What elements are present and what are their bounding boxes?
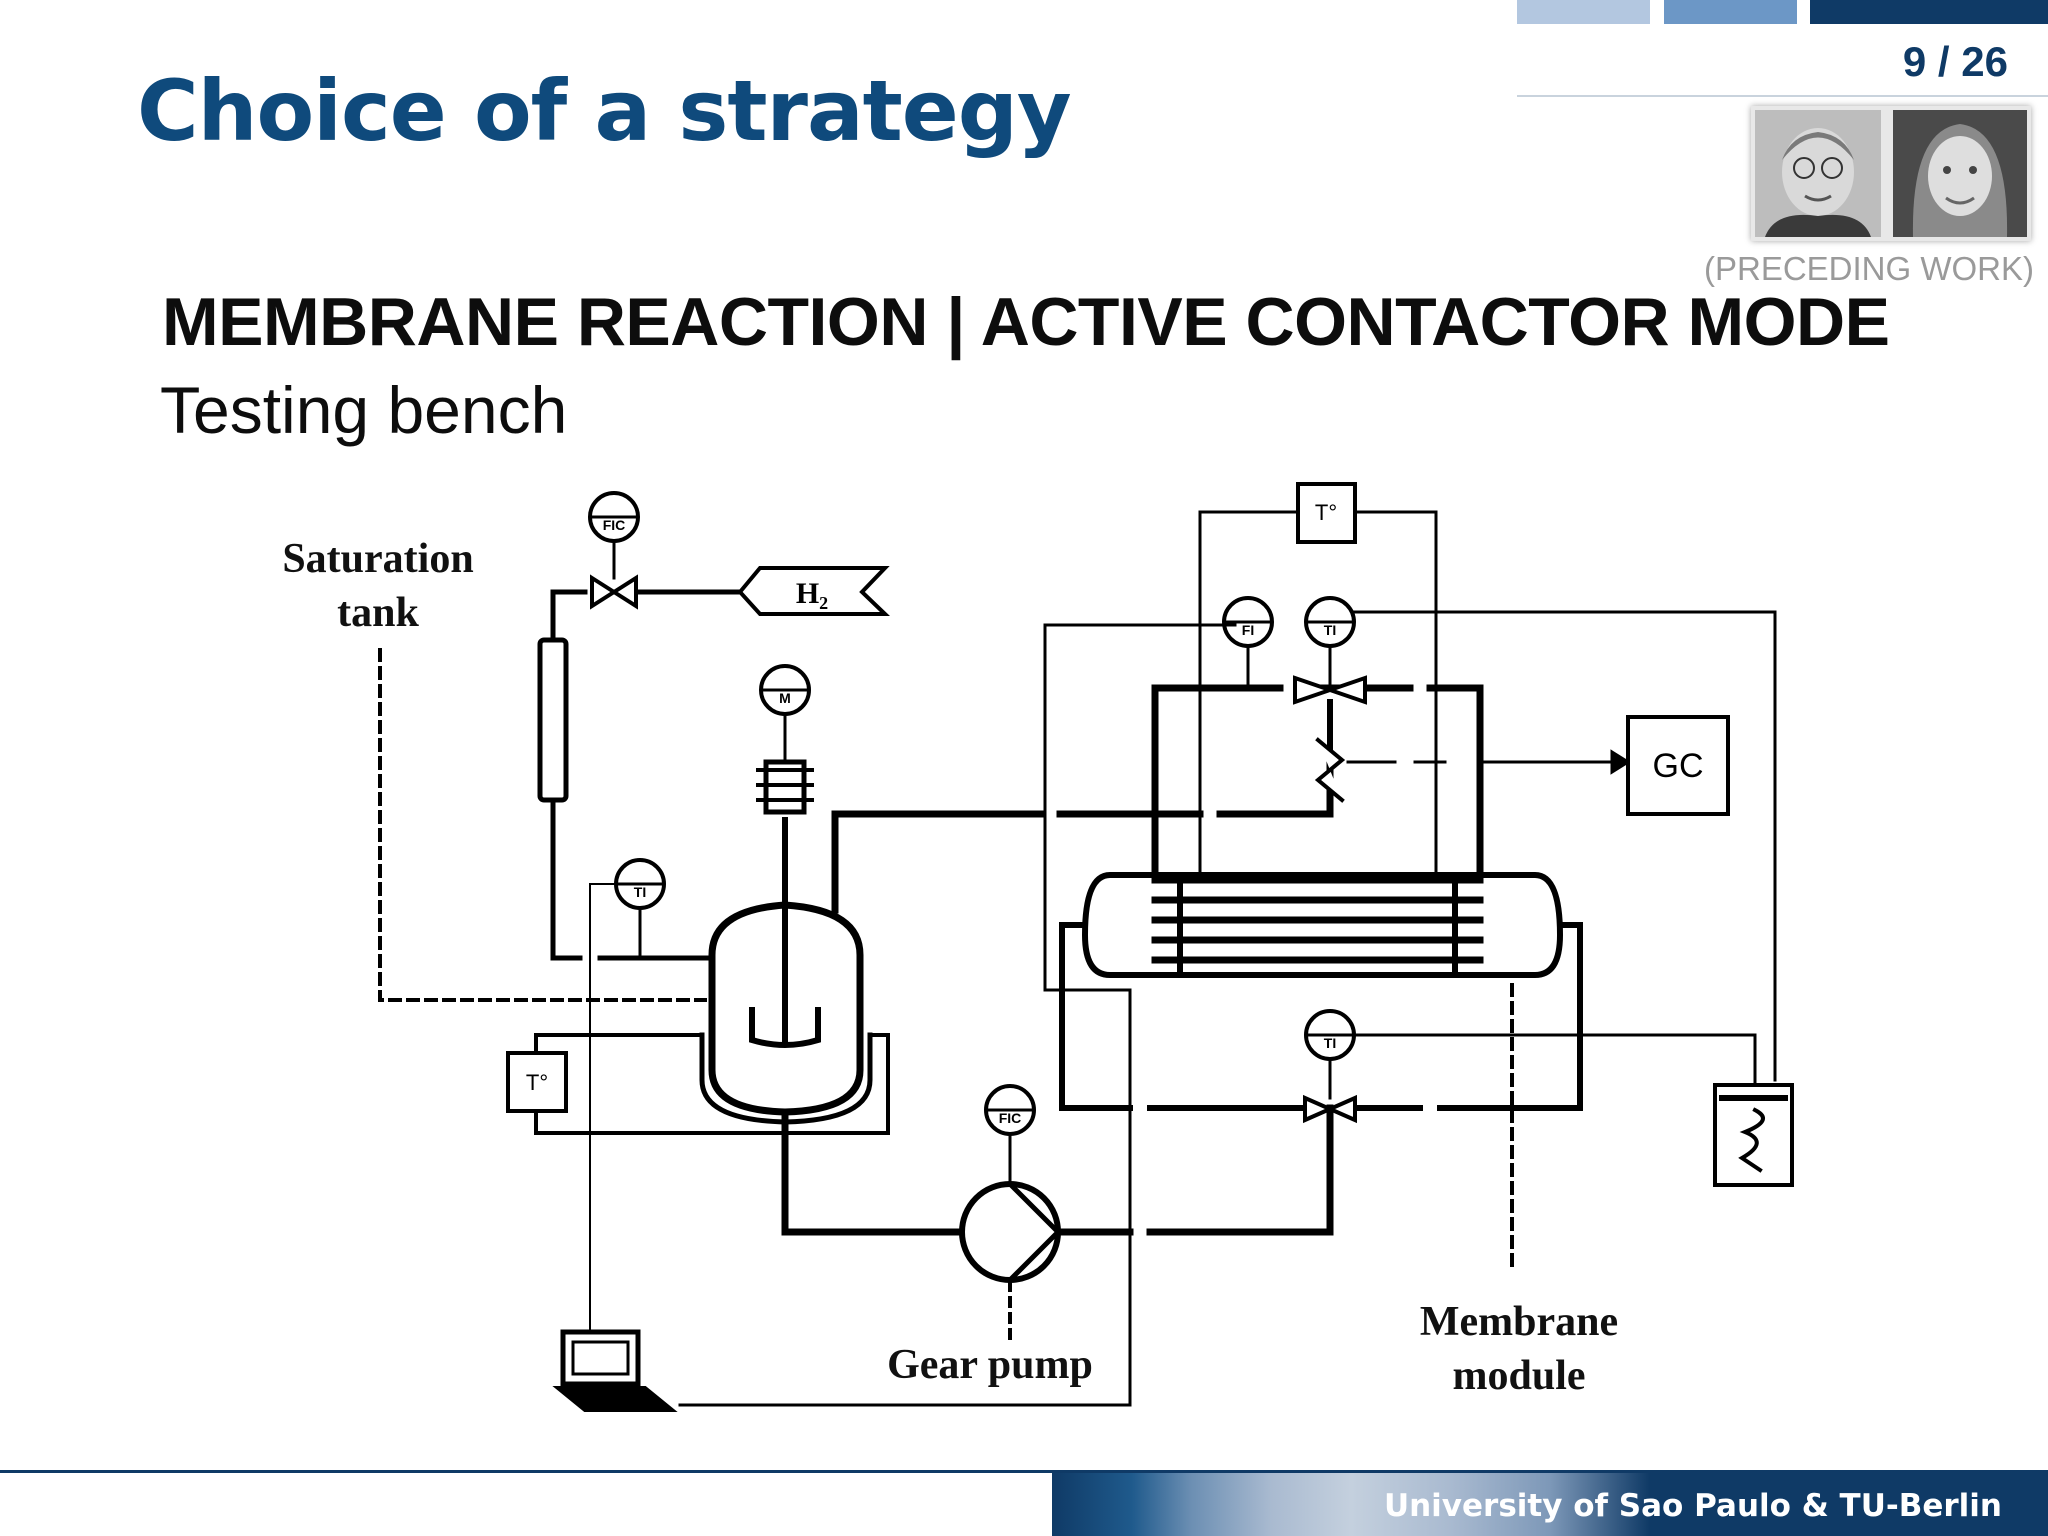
tag-stirrer: M (779, 690, 791, 706)
footer-institution: University of Sao Paulo & TU-Berlin (1383, 1488, 2002, 1524)
gear-pump (959, 1181, 1061, 1283)
saturation-tank-label-2: tank (337, 590, 419, 636)
topbar-dark (1810, 0, 2048, 24)
preceding-work-note: (PRECEDING WORK) (1704, 250, 2034, 287)
process-diagram: FIC M TI FIC FI TI TI T° T° H₂ GC Satura… (282, 482, 1794, 1412)
gear-pump-label: Gear pump (887, 1342, 1093, 1388)
shell-valve (1293, 675, 1367, 705)
tag-return-temp: TI (1324, 1035, 1336, 1051)
user-photo-1 (1755, 110, 1881, 237)
saturation-tank (537, 637, 569, 803)
membrane-module-label-2: module (1452, 1353, 1585, 1399)
hydrogen-valve (590, 574, 638, 610)
hydrogen-label: H₂ (796, 577, 828, 610)
user-photo-2 (1893, 110, 2027, 237)
heater-icon (1713, 1083, 1794, 1187)
hydrogen-inlet (737, 566, 890, 616)
slide-title: Choice of a strategy (137, 62, 1072, 160)
saturation-tank-outlet (550, 797, 715, 961)
membrane-module-label-1: Membrane (1420, 1299, 1618, 1345)
gc-label: GC (1653, 747, 1704, 785)
subheading: Testing bench (160, 373, 568, 447)
section-heading: MEMBRANE REACTION | ACTIVE CONTACTOR MOD… (162, 284, 1890, 360)
tag-shell-temp: TI (1324, 622, 1336, 638)
laptop-icon (552, 1329, 678, 1412)
presenter-photos (1751, 106, 2031, 241)
footer-rule (0, 1470, 2048, 1473)
tag-thermostat-top: T° (1315, 500, 1337, 525)
header-rule (1517, 95, 2048, 97)
saturation-tank-label-1: Saturation (282, 536, 473, 582)
page-number: 9 / 26 (1902, 38, 2008, 85)
topbar-light (1517, 0, 1650, 24)
tag-pump: FIC (999, 1110, 1022, 1126)
stirrer (749, 817, 821, 1048)
hydrogen-feed-line (550, 589, 743, 643)
topbar-mid (1664, 0, 1797, 24)
tag-thermostat-left: T° (526, 1070, 548, 1095)
tag-hydrogen-flow: FIC (603, 517, 626, 533)
tag-shell-flow: FI (1242, 622, 1254, 638)
footer-bar (0, 1470, 2048, 1536)
gc-box (1626, 715, 1730, 816)
saturation-tank-leader (378, 648, 707, 1002)
tag-reactor-temp: TI (634, 884, 646, 900)
